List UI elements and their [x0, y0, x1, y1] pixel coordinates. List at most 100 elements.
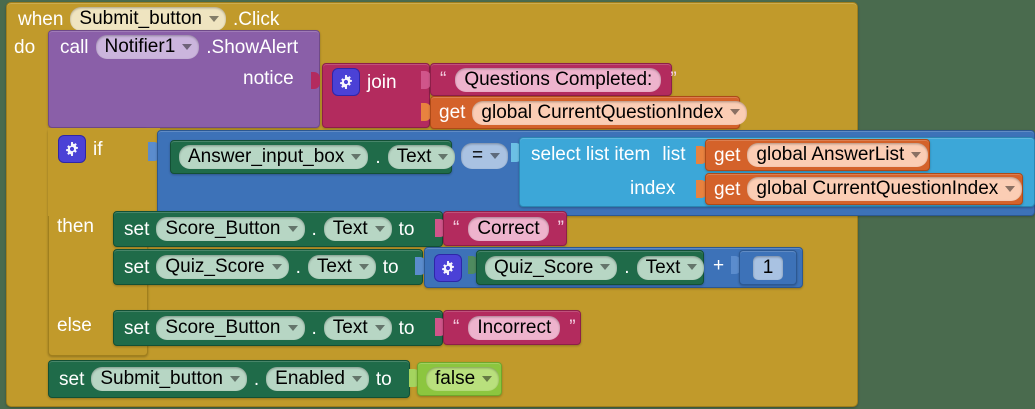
mutator-gear-icon[interactable]	[434, 254, 462, 282]
select-list-item-list-row: select list item list	[531, 145, 686, 164]
chevron-down-icon[interactable]	[358, 263, 369, 270]
dot-separator: .	[375, 146, 381, 168]
set-property-name: Text	[332, 317, 368, 338]
join-socket-2-notch	[421, 103, 431, 121]
set-label: set	[124, 256, 150, 278]
chevron-down-icon[interactable]	[287, 225, 298, 232]
text-open-quote: “	[453, 317, 460, 338]
set-property-dropdown[interactable]: Text	[307, 255, 376, 279]
addition-left-component-dropdown[interactable]: Quiz_Score	[485, 255, 618, 280]
get-block-answer-list[interactable]: get global AnswerList	[705, 139, 930, 171]
logic-value-dropdown[interactable]: false	[426, 367, 500, 391]
chevron-down-icon[interactable]	[374, 225, 385, 232]
event-component-dropdown[interactable]: Submit_button	[70, 7, 226, 31]
set-property-dropdown[interactable]: Text	[323, 217, 392, 241]
else-label-wrap: else	[57, 316, 92, 336]
text-value-field[interactable]: Incorrect	[468, 315, 561, 340]
mutator-gear-icon[interactable]	[332, 68, 360, 96]
index-socket-notch	[696, 180, 707, 198]
number-block-1[interactable]: 1	[739, 250, 797, 285]
chevron-down-icon[interactable]	[287, 324, 298, 331]
number-value-field[interactable]: 1	[752, 255, 784, 280]
text-block-questions-completed[interactable]: “ Questions Completed: ”	[430, 63, 677, 96]
get-label: get	[714, 178, 741, 200]
addition-right-socket-notch	[731, 256, 741, 274]
set-component-name: Submit_button	[100, 368, 223, 389]
set-component-name: Score_Button	[165, 218, 281, 239]
chevron-down-icon[interactable]	[182, 43, 193, 50]
when-label: when	[18, 8, 64, 30]
addition-mutator-wrap	[434, 254, 462, 282]
event-component-name: Submit_button	[79, 8, 202, 29]
do-label: do	[14, 37, 36, 58]
get-block-current-question-index-index[interactable]: get global CurrentQuestionIndex	[705, 173, 1023, 205]
text-block-incorrect[interactable]: “ Incorrect ”	[443, 310, 581, 345]
chevron-down-icon[interactable]	[730, 109, 741, 115]
text-block-correct[interactable]: “ Correct ”	[443, 211, 567, 246]
dot-separator: .	[295, 256, 301, 278]
if-label: if	[93, 138, 103, 160]
addition-operator-wrap: +	[713, 256, 724, 276]
select-list-item-index-row: index	[630, 179, 675, 199]
event-do-label-wrap: do	[14, 38, 35, 58]
comparison-operator-dropdown[interactable]: =	[461, 143, 509, 169]
set-property-dropdown[interactable]: Enabled	[266, 367, 369, 391]
chevron-down-icon[interactable]	[482, 375, 493, 382]
addition-operator-symbol: +	[713, 255, 725, 276]
call-component-name: Notifier1	[104, 36, 176, 57]
chevron-down-icon[interactable]	[490, 152, 501, 159]
join-header: join	[332, 68, 397, 96]
set-block-score-button-text-incorrect[interactable]: set Score_Button . Text to	[113, 310, 443, 346]
text-value-field[interactable]: Questions Completed:	[455, 67, 662, 92]
set-component-dropdown[interactable]: Submit_button	[91, 367, 247, 391]
set-component-dropdown[interactable]: Score_Button	[156, 316, 305, 340]
then-label-wrap: then	[57, 217, 94, 237]
chevron-down-icon[interactable]	[687, 264, 698, 270]
text-close-quote: ”	[557, 218, 564, 239]
chevron-down-icon[interactable]	[351, 375, 362, 382]
list-socket-notch	[696, 146, 707, 164]
get-block-current-question-index[interactable]: get global CurrentQuestionIndex	[430, 96, 748, 129]
chevron-down-icon[interactable]	[271, 263, 282, 270]
chevron-down-icon[interactable]	[600, 264, 611, 270]
text-close-quote: ”	[569, 317, 576, 338]
comparison-left-property-name: Text	[396, 146, 432, 167]
chevron-down-icon[interactable]	[911, 151, 922, 158]
then-label: then	[57, 216, 94, 237]
set-component-dropdown[interactable]: Quiz_Score	[156, 255, 289, 279]
join-label: join	[367, 71, 397, 93]
set-property-dropdown[interactable]: Text	[323, 316, 392, 340]
get-variable-dropdown[interactable]: global CurrentQuestionIndex	[747, 177, 1023, 201]
set-block-submit-button-enabled[interactable]: set Submit_button . Enabled to	[48, 360, 410, 398]
notice-label: notice	[243, 68, 294, 89]
chevron-down-icon[interactable]	[438, 153, 449, 160]
get-variable-dropdown[interactable]: global AnswerList	[747, 143, 929, 167]
logic-block-false[interactable]: false	[417, 362, 502, 396]
get-variable-dropdown[interactable]: global CurrentQuestionIndex	[472, 100, 748, 125]
dot-separator: .	[624, 257, 630, 278]
call-component-dropdown[interactable]: Notifier1	[95, 35, 200, 59]
addition-left-property-dropdown[interactable]: Text	[636, 255, 705, 280]
chevron-down-icon[interactable]	[1005, 185, 1016, 192]
get-label: get	[714, 144, 741, 166]
chevron-down-icon[interactable]	[351, 153, 362, 160]
mutator-gear-icon[interactable]	[58, 135, 86, 163]
get-variable-name: global AnswerList	[756, 144, 905, 165]
set-component-name: Score_Button	[165, 317, 281, 338]
set-component-dropdown[interactable]: Score_Button	[156, 217, 305, 241]
text-close-quote: ”	[670, 69, 677, 90]
comparison-left-component-dropdown[interactable]: Answer_input_box	[179, 145, 369, 169]
chevron-down-icon[interactable]	[208, 15, 219, 22]
select-list-item-index-label: index	[630, 178, 676, 199]
chevron-down-icon[interactable]	[229, 375, 240, 382]
chevron-down-icon[interactable]	[374, 324, 385, 331]
comparison-left-property-dropdown[interactable]: Text	[387, 145, 456, 169]
set-block-quiz-score-text[interactable]: set Quiz_Score . Text to	[113, 249, 423, 285]
set-label: set	[59, 368, 85, 390]
get-variable-name: global CurrentQuestionIndex	[481, 101, 724, 123]
component-get-answer-input-box-text[interactable]: Answer_input_box . Text	[170, 140, 456, 174]
component-get-quiz-score-text[interactable]: Quiz_Score . Text	[476, 250, 705, 285]
text-value-field[interactable]: Correct	[468, 216, 549, 241]
set-block-score-button-text-correct[interactable]: set Score_Button . Text to	[113, 211, 443, 247]
